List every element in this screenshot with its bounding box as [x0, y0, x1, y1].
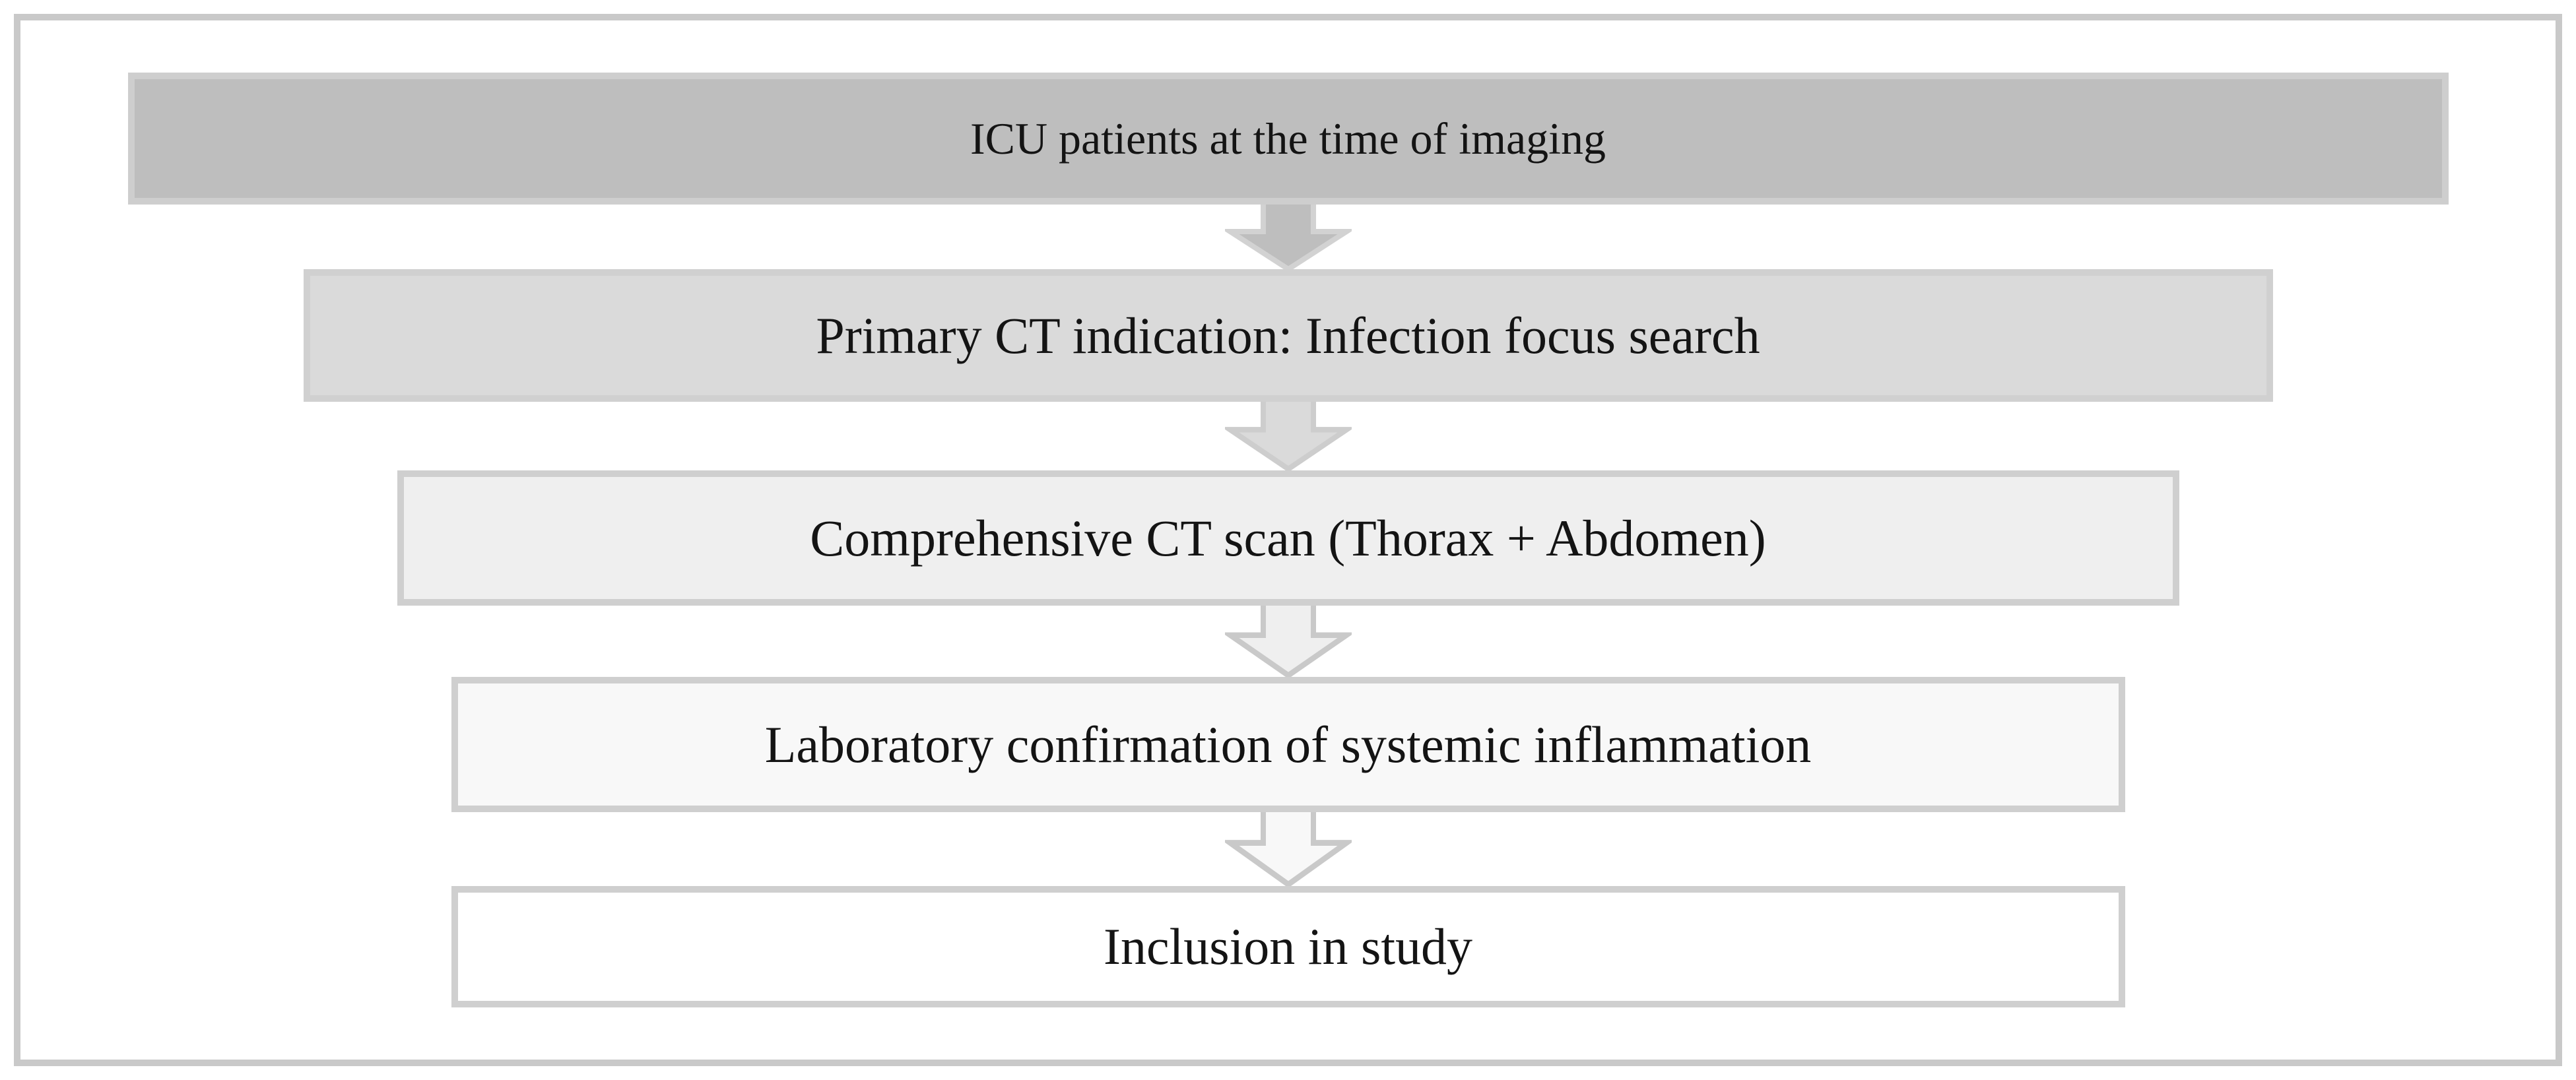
down-arrow-shape: [1224, 197, 1352, 272]
flow-step-label: Laboratory confirmation of systemic infl…: [764, 715, 1812, 773]
flow-step-label: Primary CT indication: Infection focus s…: [816, 306, 1760, 364]
flow-step-comprehensive-ct: Comprehensive CT scan (Thorax + Abdomen): [397, 470, 2179, 606]
down-arrow-icon: [1224, 393, 1352, 472]
flow-step-ct-indication: Primary CT indication: Infection focus s…: [303, 269, 2273, 402]
down-arrow-icon: [1224, 598, 1352, 678]
down-arrow-icon: [1224, 197, 1352, 272]
down-arrow-shape: [1224, 598, 1352, 678]
flow-step-icu-patients: ICU patients at the time of imaging: [127, 73, 2449, 205]
flow-step-label: ICU patients at the time of imaging: [970, 113, 1606, 164]
flow-step-lab-confirmation: Laboratory confirmation of systemic infl…: [451, 677, 2125, 812]
flow-step-label: Comprehensive CT scan (Thorax + Abdomen): [810, 509, 1766, 567]
down-arrow-icon: [1224, 804, 1352, 887]
figure-frame: [14, 14, 2562, 1066]
flow-step-inclusion: Inclusion in study: [451, 886, 2125, 1007]
down-arrow-shape: [1224, 393, 1352, 472]
down-arrow-shape: [1224, 804, 1352, 887]
flow-step-label: Inclusion in study: [1104, 918, 1472, 976]
